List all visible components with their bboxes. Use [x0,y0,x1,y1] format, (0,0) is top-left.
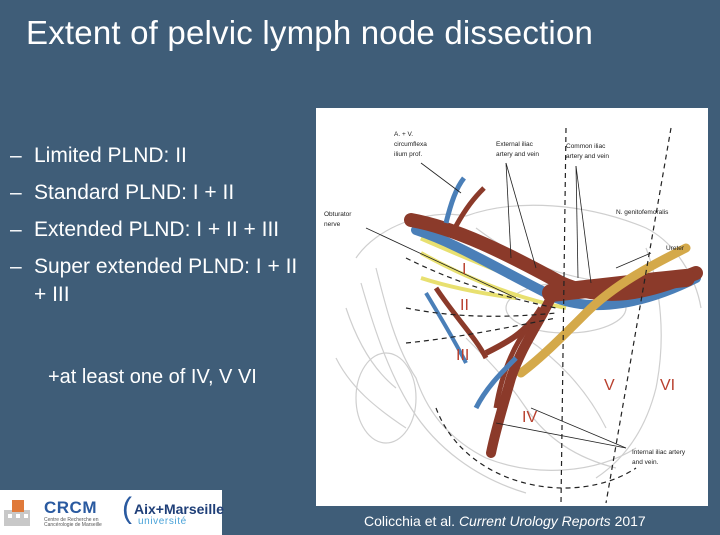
region-label-ii: II [460,297,469,314]
label-common-iliac-1: Common iliac [566,143,606,150]
region-label-iv: IV [522,409,537,426]
circumflexa-artery [453,186,486,228]
region-label-iii: III [456,347,469,364]
label-obturator-1: Obturator [324,211,352,218]
label-internal-iliac-2: and vein. [632,459,659,466]
label-external-iliac-1: External iliac [496,141,534,148]
amu-logo-text: Aix+Marseille [134,501,224,517]
bullet-standard: –Standard PLND: I + II [10,181,235,204]
label-circumflexa-1: A. + V. [394,131,413,138]
region-label-v: V [604,377,615,394]
region-label-i: I [462,261,466,278]
anatomy-figure: A. + V. circumflexa ilium prof. External… [316,108,708,506]
region-iv-boundary [435,407,637,489]
label-internal-iliac-1: Internal iliac artery [632,449,686,456]
obturator-artery [433,286,489,360]
label-circumflexa-3: ilium prof. [394,151,422,158]
citation-journal: Current Urology Reports [458,513,611,529]
region-boundaries [405,127,672,504]
citation: Colicchia et al. Current Urology Reports… [364,513,646,529]
internal-iliac-branch-1 [484,306,544,356]
bullet-list: –Limited PLND: II –Standard PLND: I + II… [10,142,300,318]
bullet-text: Extended PLND: I + II + III [34,218,280,241]
crcm-logo-text: CRCM [44,498,97,517]
logo-strip: CRCM Centre de Recherche en Cancérologie… [0,490,224,535]
pelvic-anatomy-illustration: A. + V. circumflexa ilium prof. External… [324,127,703,504]
bullet-text: Standard PLND: I + II [34,181,235,204]
bullet-limited: –Limited PLND: II [10,144,187,167]
obturator-vein [424,291,468,364]
internal-iliac-vein [473,356,518,410]
circumflexa-vein [443,176,467,224]
obturator-nerve [420,276,517,300]
label-external-iliac-2: artery and vein [496,151,539,158]
crcm-logo-subtitle: Centre de Recherche en Cancérologie de M… [44,517,102,528]
ureter [516,243,691,378]
bullet-text: Limited PLND: II [34,144,187,167]
amu-logo-subtitle: université [138,516,187,527]
citation-authors: Colicchia et al. [364,513,456,529]
label-genitofemoralis: N. genitofemoralis [616,209,669,216]
label-ureter: Ureter [666,245,685,252]
slide-title: Extent of pelvic lymph node dissection [26,14,594,51]
sub-note: +at least one of IV, V VI [48,366,257,388]
amu-logo-bracket: ( [122,492,132,525]
region-label-vi: VI [660,377,675,394]
label-circumflexa-2: circumflexa [394,141,427,148]
leader-lines [365,162,652,449]
crcm-building-logo [4,500,30,526]
bullet-text: Super extended PLND: I + II + III [34,255,298,306]
citation-year: 2017 [614,513,646,529]
label-obturator-2: nerve [324,221,341,228]
label-common-iliac-2: artery and vein [566,153,609,160]
bullet-super-extended: –Super extended PLND: I + II + III [10,255,298,306]
internal-iliac-artery [486,293,556,458]
bullet-extended: –Extended PLND: I + II + III [10,218,280,241]
